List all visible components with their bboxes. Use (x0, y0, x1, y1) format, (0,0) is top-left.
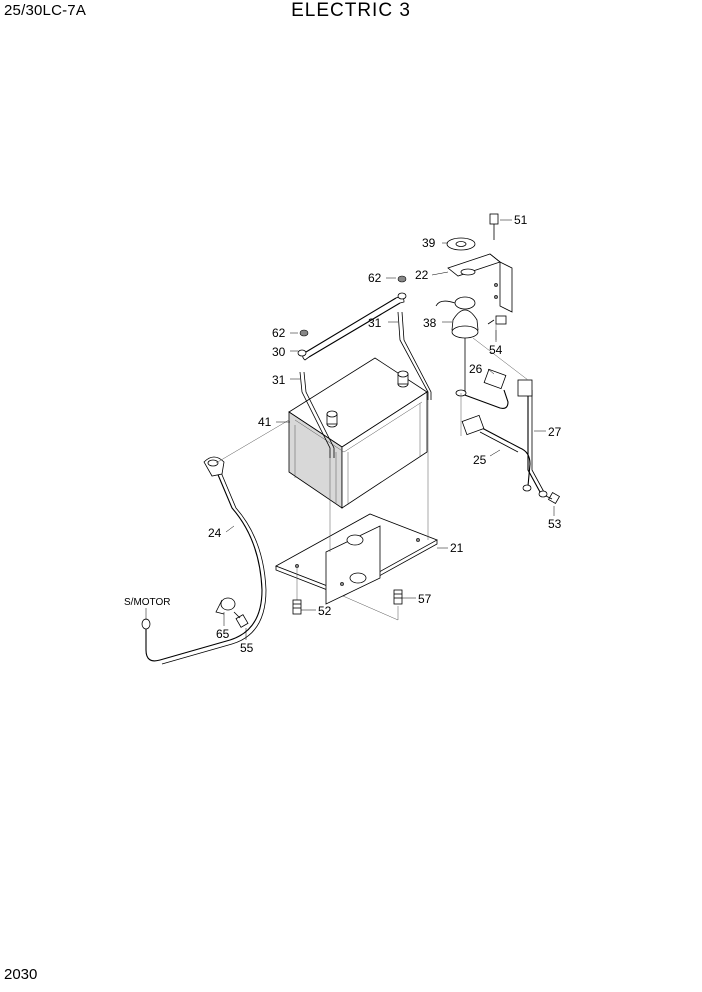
battery-tray-drawing (275, 400, 438, 621)
part-label-24: 24 (208, 526, 222, 540)
part-label-31-lower: 31 (272, 373, 286, 387)
disconnect-switch-drawing (435, 213, 513, 392)
part-label-22: 22 (415, 268, 429, 282)
part-label-25: 25 (473, 453, 487, 467)
part-label-62-lower: 62 (272, 326, 286, 340)
model-number: 25/30LC-7A (4, 2, 87, 19)
part-label-41: 41 (258, 415, 272, 429)
tray-bolts-drawing (292, 589, 403, 615)
part-label-55: 55 (240, 641, 254, 655)
part-label-57: 57 (418, 592, 432, 606)
battery-drawing (288, 357, 428, 509)
part-label-21: 21 (450, 541, 464, 555)
page-title: ELECTRIC 3 (291, 0, 411, 21)
part-label-26: 26 (469, 362, 483, 376)
part-label-38: 38 (423, 316, 437, 330)
part-labels: 51 39 22 62 31 38 62 30 54 26 31 41 27 2… (124, 213, 562, 655)
page-number: 2030 (4, 966, 38, 983)
starter-cable-drawing (141, 419, 290, 665)
part-label-51: 51 (514, 213, 528, 227)
leader-lines (145, 219, 555, 640)
hold-down-bracket-drawing (297, 275, 432, 458)
cables-right-drawing (455, 337, 561, 505)
part-label-52: 52 (318, 604, 332, 618)
part-label-39: 39 (422, 236, 436, 250)
part-label-30: 30 (272, 345, 286, 359)
part-label-31-upper: 31 (368, 316, 382, 330)
starter-motor-label: S/MOTOR (124, 597, 170, 608)
part-label-54: 54 (489, 343, 503, 357)
part-label-65: 65 (216, 627, 230, 641)
part-label-53: 53 (548, 517, 562, 531)
part-label-27: 27 (548, 425, 562, 439)
part-label-62-upper: 62 (368, 271, 382, 285)
